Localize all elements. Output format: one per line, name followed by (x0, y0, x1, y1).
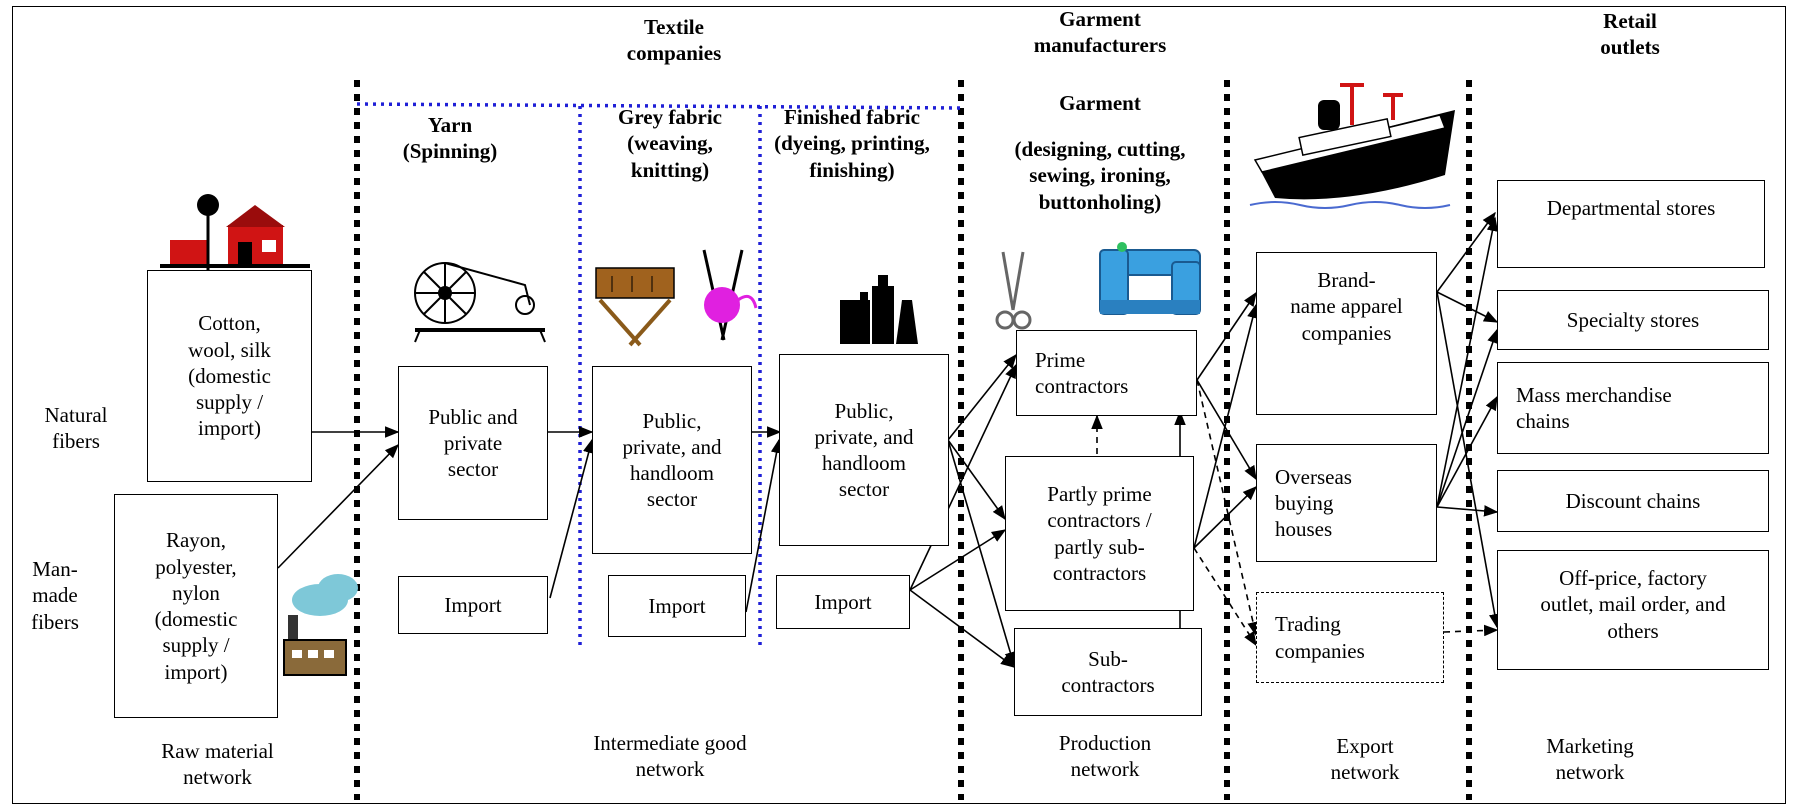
box-sub-contractors: Sub- contractors (1014, 628, 1202, 716)
box-departmental-stores: Departmental stores (1497, 180, 1765, 268)
footer-export-network: Export network (1330, 734, 1400, 785)
arrow-overseas-dept (1436, 216, 1499, 508)
arrow-partly-trading (1193, 547, 1257, 647)
arrow-prime-overseas (1196, 379, 1257, 481)
box-trading-companies: Trading companies (1256, 592, 1444, 683)
spinning-wheel-icon (414, 262, 546, 343)
flow-arrows (277, 211, 1501, 668)
box-grey-public-private-handloom: Public, private, and handloom sector (592, 366, 752, 554)
header-grey-fabric: Grey fabric (weaving, knitting) (618, 105, 722, 182)
footer-raw-material-network: Raw material network (161, 739, 274, 790)
dashed-flow-arrows (1091, 379, 1499, 647)
dye-bottles-icon (840, 275, 918, 344)
arrow-brand-dept (1436, 211, 1496, 293)
arrow-greyimport-finished (745, 438, 783, 613)
label-manmade-fibers: Man- made fibers (31, 557, 79, 634)
arrow-overseas-mass (1436, 395, 1498, 508)
box-specialty-stores: Specialty stores (1497, 290, 1769, 350)
arrow-brand-offprice (1436, 291, 1501, 629)
arrow-finished-sub (947, 439, 1016, 667)
farm-icon (160, 194, 310, 270)
arrow-finished-partly (947, 439, 1006, 521)
sewing-machine-icon (1099, 242, 1201, 315)
box-off-price-factory-outlet: Off-price, factory outlet, mail order, a… (1497, 550, 1769, 670)
knitting-yarn-icon (702, 249, 758, 341)
arrow-finished-prime (947, 353, 1017, 441)
box-partly-prime-sub-contractors: Partly prime contractors / partly sub- c… (1005, 456, 1194, 611)
box-prime-contractors: Prime contractors (1016, 330, 1197, 416)
box-mass-merchandise-chains: Mass merchandise chains (1497, 362, 1769, 454)
arrow-import-prime (909, 363, 1017, 591)
cargo-ship-icon (1249, 83, 1455, 209)
header-garment: Garment (1059, 91, 1141, 115)
arrow-yarnimport-grey (549, 438, 595, 599)
arrow-overseas-specialty (1436, 328, 1499, 508)
header-garment-manufacturers: Garment manufacturers (1033, 7, 1167, 58)
arrow-import-partly (909, 529, 1007, 591)
footer-production-network: Production network (1058, 731, 1152, 782)
box-rayon-polyester-nylon: Rayon, polyester, nylon (domestic supply… (114, 494, 278, 718)
box-finished-import: Import (776, 575, 910, 629)
arrow-partly-overseas (1193, 485, 1258, 549)
header-finished-fabric: Finished fabric (dyeing, printing, finis… (774, 105, 930, 182)
textile-group-outline (356, 102, 962, 650)
footer-marketing-network: Marketing network (1546, 734, 1634, 785)
header-garment-operations: (designing, cutting, sewing, ironing, bu… (1014, 137, 1186, 214)
loom-icon (595, 267, 675, 347)
arrow-brand-specialty (1436, 291, 1499, 323)
diagram-frame (12, 6, 1786, 804)
footer-intermediate-good-network: Intermediate good network (593, 731, 747, 782)
box-brand-name-apparel: Brand- name apparel companies (1256, 252, 1437, 415)
box-cotton-wool-silk: Cotton, wool, silk (domestic supply / im… (147, 270, 312, 482)
box-yarn-import: Import (398, 576, 548, 634)
arrow-import-sub (909, 589, 1016, 668)
label-natural-fibers: Natural fibers (44, 403, 108, 454)
box-finished-public-private-handloom: Public, private, and handloom sector (779, 354, 949, 546)
arrow-overseas-discount (1436, 505, 1499, 517)
header-retail-outlets: Retail outlets (1600, 9, 1660, 60)
box-yarn-public-private: Public and private sector (398, 366, 548, 520)
scissors-icon (995, 251, 1032, 330)
header-textile-companies: Textile companies (626, 15, 722, 66)
header-yarn: Yarn (Spinning) (402, 113, 498, 164)
arrow-trading-offprice (1443, 624, 1499, 637)
box-grey-import: Import (608, 575, 746, 637)
arrow-partly-brand (1193, 303, 1259, 549)
box-discount-chains: Discount chains (1497, 470, 1769, 532)
factory-icon (283, 574, 358, 676)
arrow-prime-brand (1196, 291, 1257, 381)
arrow-rayon-yarn (277, 443, 400, 569)
box-overseas-buying-houses: Overseas buying houses (1256, 444, 1437, 562)
